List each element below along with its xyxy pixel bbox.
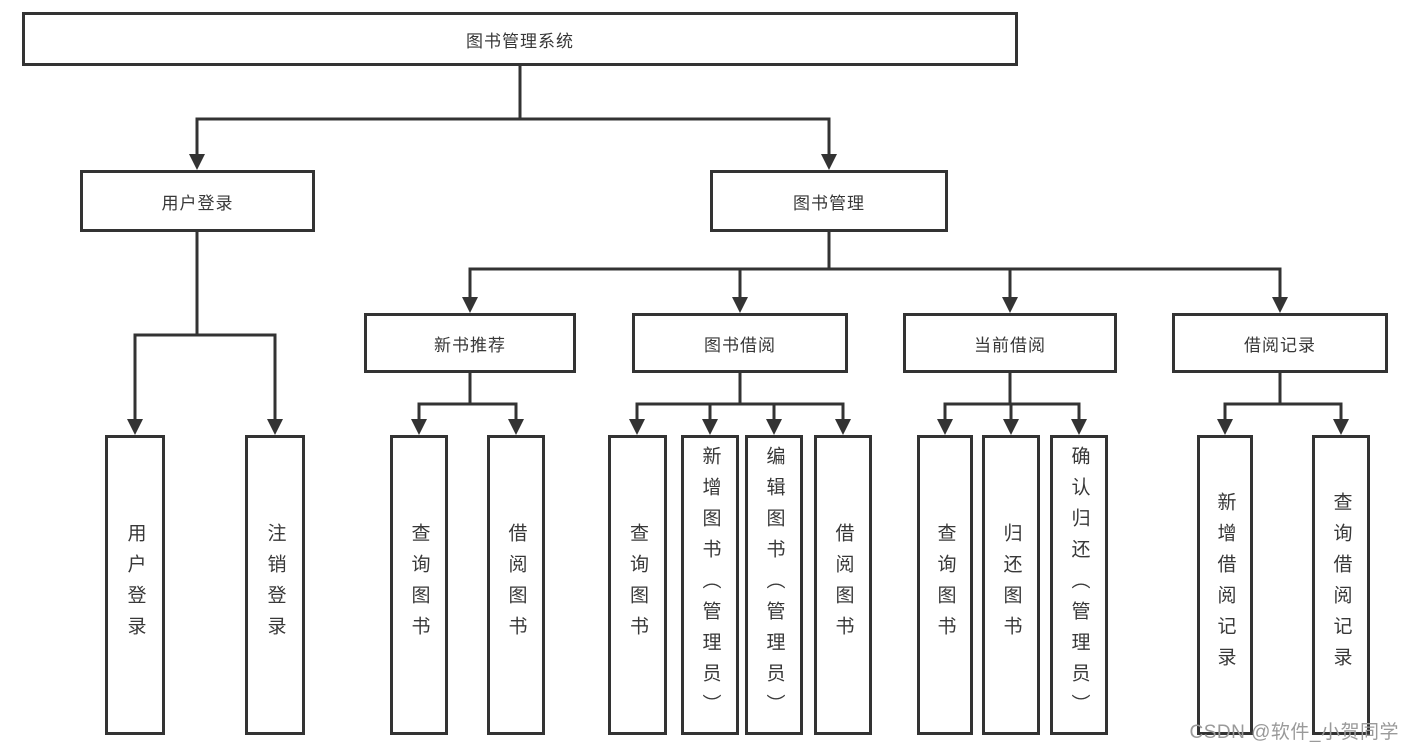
leaf-borrow-add-books-admin: 新增图书（管理员） — [681, 435, 739, 735]
leaf-label: 借阅图书 — [832, 523, 854, 647]
leaf-borrow-query-books: 查询图书 — [608, 435, 667, 735]
leaf-logout: 注销登录 — [245, 435, 305, 735]
arrow-down-icon — [702, 419, 718, 435]
arrow-down-icon — [1333, 419, 1349, 435]
connector-new-books-children — [411, 371, 524, 435]
arrow-down-icon — [629, 419, 645, 435]
node-current-borrow: 当前借阅 — [903, 313, 1117, 373]
node-user-login: 用户登录 — [80, 170, 315, 232]
connector-current-borrow-children — [937, 371, 1087, 435]
leaf-label: 查询图书 — [408, 523, 430, 647]
node-new-book-recommend: 新书推荐 — [364, 313, 576, 373]
arrow-down-icon — [766, 419, 782, 435]
leaf-current-return-books: 归还图书 — [982, 435, 1040, 735]
arrow-down-icon — [189, 154, 205, 170]
arrow-down-icon — [1071, 419, 1087, 435]
arrow-down-icon — [1217, 419, 1233, 435]
arrow-down-icon — [127, 419, 143, 435]
arrow-down-icon — [1003, 419, 1019, 435]
leaf-label: 查询图书 — [627, 523, 648, 647]
leaf-current-confirm-return-admin: 确认归还（管理员） — [1050, 435, 1108, 735]
arrow-down-icon — [1272, 297, 1288, 313]
leaf-label: 注销登录 — [264, 523, 286, 647]
arrow-down-icon — [835, 419, 851, 435]
leaf-label: 编辑图书（管理员） — [763, 445, 785, 725]
node-root: 图书管理系统 — [22, 12, 1018, 66]
connector-user-login-children — [127, 230, 283, 435]
arrow-down-icon — [937, 419, 953, 435]
arrow-down-icon — [462, 297, 478, 313]
arrow-down-icon — [508, 419, 524, 435]
connector-root-to-branches — [189, 64, 837, 170]
leaf-label: 查询借阅记录 — [1330, 492, 1352, 678]
node-borrow-records: 借阅记录 — [1172, 313, 1388, 373]
leaf-newbook-query-books: 查询图书 — [390, 435, 448, 735]
arrow-down-icon — [267, 419, 283, 435]
node-book-management: 图书管理 — [710, 170, 948, 232]
leaf-label: 确认归还（管理员） — [1068, 445, 1090, 725]
watermark: CSDN @软件_小贺同学 — [1189, 722, 1399, 743]
node-book-borrow: 图书借阅 — [632, 313, 848, 373]
arrow-down-icon — [732, 297, 748, 313]
leaf-label: 新增借阅记录 — [1214, 492, 1236, 678]
connector-book-mgmt-sections — [462, 230, 1288, 313]
leaf-record-query: 查询借阅记录 — [1312, 435, 1370, 735]
leaf-label: 查询图书 — [934, 523, 956, 647]
leaf-borrow-edit-books-admin: 编辑图书（管理员） — [745, 435, 803, 735]
leaf-label: 借阅图书 — [505, 523, 527, 647]
leaf-record-add: 新增借阅记录 — [1197, 435, 1253, 735]
leaf-label: 新增图书（管理员） — [699, 445, 721, 725]
arrow-down-icon — [1002, 297, 1018, 313]
arrow-down-icon — [411, 419, 427, 435]
leaf-newbook-borrow-books: 借阅图书 — [487, 435, 545, 735]
leaf-current-query-books: 查询图书 — [917, 435, 973, 735]
leaf-borrow-borrow-books: 借阅图书 — [814, 435, 872, 735]
connector-book-borrow-children — [629, 371, 851, 435]
leaf-label: 用户登录 — [124, 523, 146, 647]
leaf-user-login: 用户登录 — [105, 435, 165, 735]
connector-borrow-records-children — [1217, 371, 1349, 435]
arrow-down-icon — [821, 154, 837, 170]
leaf-label: 归还图书 — [1000, 523, 1022, 647]
